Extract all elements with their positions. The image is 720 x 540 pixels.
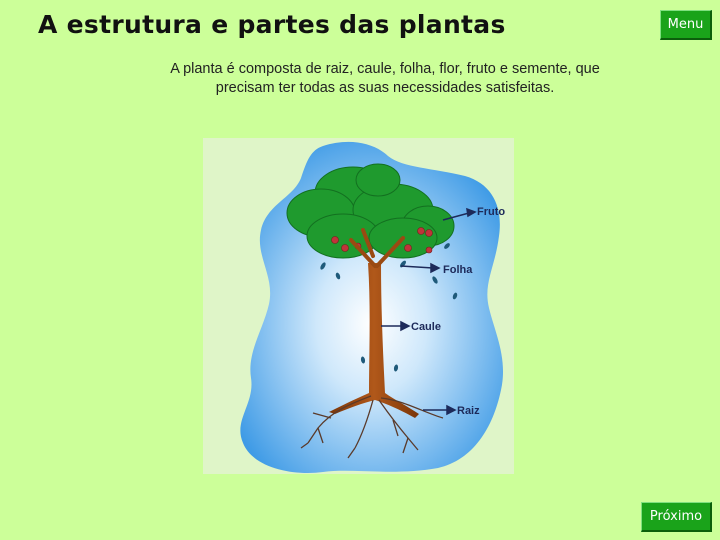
label-arrows (381, 207, 477, 416)
next-button[interactable]: Próximo (641, 502, 712, 532)
tree-roots (300, 395, 444, 459)
falling-leaves (320, 243, 458, 372)
menu-button[interactable]: Menu (660, 10, 712, 40)
leaf-label: Folha (443, 264, 473, 276)
intro-text: A planta é composta de raiz, caule, folh… (170, 61, 600, 96)
page-title: A estrutura e partes das plantas (38, 10, 506, 39)
fruit-label: Fruto (477, 206, 505, 218)
stem-label: Caule (411, 321, 441, 333)
plant-diagram: Fruto Folha Caule Raiz (203, 138, 514, 474)
tree-trunk (329, 263, 419, 418)
tree-branches (349, 228, 405, 268)
root-label: Raiz (457, 405, 480, 417)
